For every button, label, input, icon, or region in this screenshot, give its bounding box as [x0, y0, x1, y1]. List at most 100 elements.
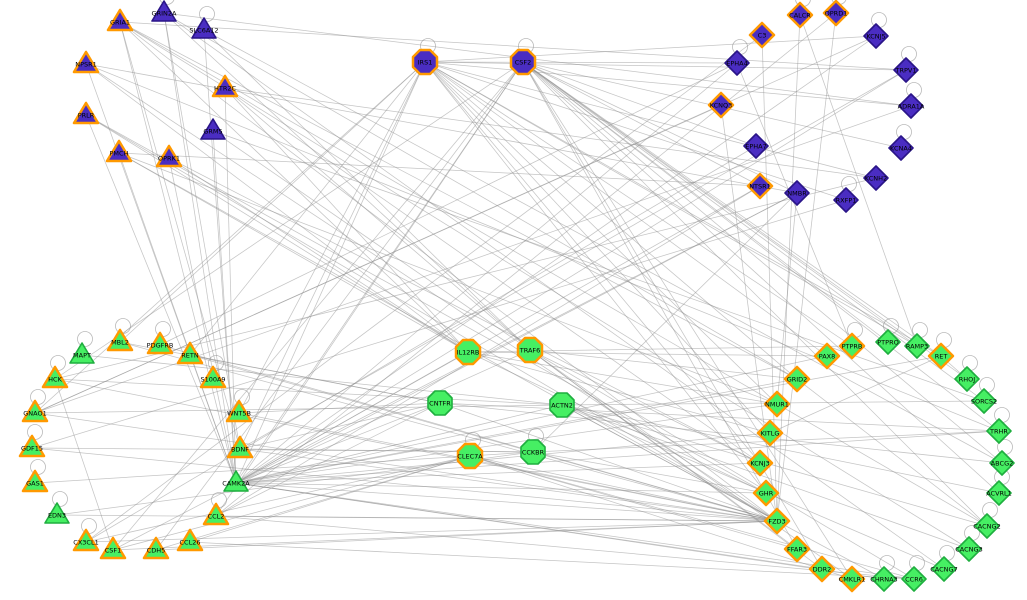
node-IL12RB[interactable]: IL12RB	[454, 338, 482, 366]
edge-CNTFR-TRHR	[439, 402, 1000, 432]
octagon-shape	[520, 439, 546, 465]
diamond-shape	[904, 333, 930, 359]
node-PMCH[interactable]: PMCH	[105, 139, 133, 163]
node-CHRNA3[interactable]: CHRNA3	[870, 566, 898, 592]
node-TRPV1[interactable]: TRPV1	[893, 57, 919, 83]
edge-FZD3-CNTFR	[439, 402, 778, 522]
triangle-shape	[223, 470, 249, 492]
node-CACNG7[interactable]: CACNG7	[930, 556, 958, 582]
node-HTR2C[interactable]: HTR2C	[211, 74, 239, 98]
node-KCNA4[interactable]: KCNA4	[888, 135, 914, 161]
node-GAS1[interactable]: GAS1	[21, 469, 49, 493]
edge-ACTN2-ACVRL1	[561, 404, 1000, 494]
edge-PTPRB-EPHA4	[736, 62, 853, 347]
edge-C3-CX3CL1	[85, 34, 763, 543]
node-OPRD1[interactable]: OPRD1	[822, 0, 850, 27]
node-RET[interactable]: RET	[927, 342, 955, 370]
edge-CAMK2A-KITLG	[235, 432, 771, 484]
diamond-shape	[986, 480, 1012, 506]
node-PRLR[interactable]: PRLR	[72, 101, 100, 125]
edge-TRAF6-GRM5	[212, 130, 531, 351]
node-GRM5[interactable]: GRM5	[200, 118, 226, 140]
edge-IRS1-RXFP1	[424, 61, 847, 201]
node-MBL2[interactable]: MBL2	[106, 328, 134, 352]
node-KCNH2[interactable]: KCNH2	[863, 165, 889, 191]
node-GRID2[interactable]: GRID2	[783, 365, 811, 393]
edge-CCKBR-GHR	[532, 451, 767, 494]
node-CCL2[interactable]: CCL2	[202, 502, 230, 526]
edge-IL12RB-PRLR	[85, 114, 469, 353]
node-CNTFR[interactable]: CNTFR	[427, 390, 453, 416]
diamond-shape	[786, 1, 814, 29]
node-GRIA1[interactable]: GRIA1	[106, 8, 134, 32]
edge-TRAF6-GRID2	[529, 349, 798, 380]
edge-NTSR1-CCL2	[215, 185, 761, 517]
node-CACNG2[interactable]: CACNG2	[973, 513, 1001, 539]
diamond-shape	[813, 342, 841, 370]
edge-IL12RB-GHR	[467, 351, 767, 494]
node-RHOJ[interactable]: RHOJ	[954, 366, 980, 392]
node-EDN3[interactable]: EDN3	[44, 502, 70, 524]
node-ACTN2[interactable]: ACTN2	[549, 392, 575, 418]
node-SORCS2[interactable]: SORCS2	[971, 388, 997, 414]
node-TRAF6[interactable]: TRAF6	[516, 336, 544, 364]
edge-IL12RB-OPRK1	[168, 157, 469, 353]
edge-FZD3-RETN	[189, 354, 778, 522]
edge-CALCR-RAMP3	[799, 14, 918, 347]
node-RXFP1[interactable]: RXFP1	[833, 187, 859, 213]
node-EPHA4[interactable]: EPHA4	[724, 50, 750, 76]
diamond-shape	[901, 566, 927, 592]
edge-IRS1-KCNH2	[424, 61, 877, 179]
node-PTPRO[interactable]: PTPRO	[875, 329, 901, 355]
node-NTSR1[interactable]: NTSR1	[746, 172, 774, 200]
edge-IRS1-PTPRB	[424, 61, 853, 347]
diamond-shape	[986, 418, 1012, 444]
node-CCR6[interactable]: CCR6	[901, 566, 927, 592]
edge-CLEC7A-CMKLR1	[469, 455, 853, 580]
node-CMKLR1[interactable]: CMKLR1	[839, 565, 866, 593]
edge-OPRK1-KCNJ3	[168, 157, 761, 464]
node-CACNG3[interactable]: CACNG3	[955, 536, 983, 562]
node-ADRA1A[interactable]: ADRA1A	[898, 93, 925, 119]
node-CCKBR[interactable]: CCKBR	[520, 439, 546, 465]
node-IRS1[interactable]: IRS1	[411, 48, 439, 76]
node-NPSR1[interactable]: NPSR1	[72, 50, 100, 74]
diamond-shape	[863, 165, 889, 191]
self-loop-SLC6A12	[199, 6, 215, 22]
edge-CNTFR-CCL2	[215, 402, 441, 517]
self-loop-GAS1	[30, 459, 46, 475]
node-MAPT[interactable]: MAPT	[69, 342, 95, 364]
edge-TRAF6-CCR6	[529, 349, 915, 580]
node-ABCG2[interactable]: ABCG2	[989, 450, 1015, 476]
node-RETN[interactable]: RETN	[176, 341, 204, 365]
diamond-shape	[763, 390, 791, 418]
node-GRIN2A[interactable]: GRIN2A	[151, 0, 177, 22]
node-CSF2[interactable]: CSF2	[509, 48, 537, 76]
edge-BDNF-GRIN2A	[163, 12, 241, 450]
node-DDR2[interactable]: DDR2	[808, 555, 836, 583]
edge-CSF2-CACNG2	[522, 61, 988, 527]
edge-FZD3-CDH5	[155, 520, 778, 551]
node-KCNJ5[interactable]: KCNJ5	[863, 23, 889, 49]
edge-RET-KITLG	[769, 355, 942, 434]
edge-EPHA7-CX3CL1	[85, 145, 757, 543]
node-CALCR[interactable]: CALCR	[786, 1, 814, 29]
diamond-shape	[838, 332, 866, 360]
node-PAX8[interactable]: PAX8	[813, 342, 841, 370]
node-PDGFRB[interactable]: PDGFRB	[147, 331, 174, 355]
triangle-shape	[72, 50, 100, 74]
edge-FZD3-NPSR1	[85, 63, 778, 522]
edge-CLEC7A-CDH5	[155, 455, 471, 551]
diamond-shape	[746, 449, 774, 477]
node-TRHR[interactable]: TRHR	[986, 418, 1012, 444]
triangle-shape	[105, 139, 133, 163]
node-EPHA7[interactable]: EPHA7	[743, 133, 769, 159]
node-GDF15[interactable]: GDF15	[18, 434, 46, 458]
edge-CAMK2A-PRLR	[85, 114, 237, 484]
node-CCL26[interactable]: CCL26	[176, 528, 204, 552]
node-GNAO1[interactable]: GNAO1	[21, 399, 49, 423]
node-PTPRB[interactable]: PTPRB	[838, 332, 866, 360]
node-CLEC7A[interactable]: CLEC7A	[456, 442, 484, 470]
diamond-shape	[748, 21, 776, 49]
